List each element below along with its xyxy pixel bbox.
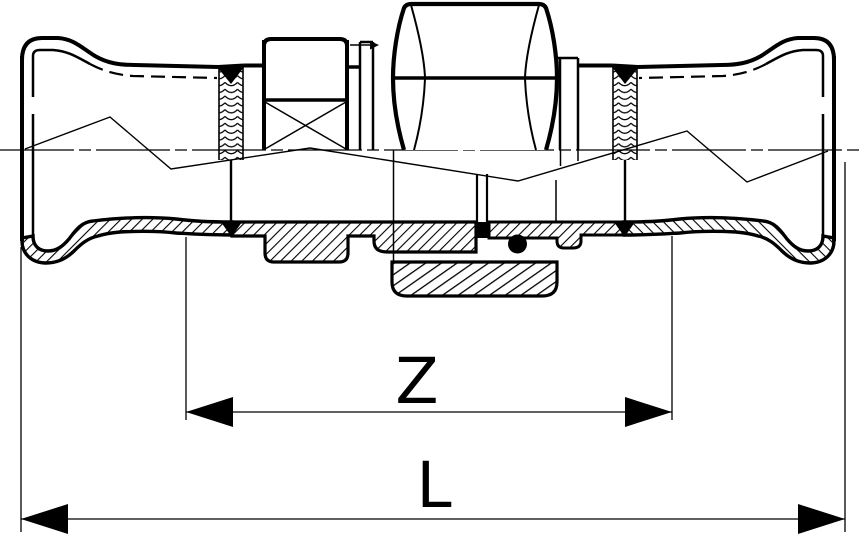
union-nut <box>390 1 560 151</box>
l-arrow-left-icon <box>21 504 68 534</box>
thread-pointer-icon <box>370 41 379 50</box>
dimension-l: L <box>20 162 846 534</box>
section-center-body <box>230 220 478 264</box>
hex-body <box>262 37 349 150</box>
o-ring <box>508 234 527 254</box>
break-line <box>24 116 829 183</box>
z-arrow-right-icon <box>625 397 672 427</box>
z-arrow-left-icon <box>186 397 233 427</box>
pipe-end-section <box>476 222 489 238</box>
union-nut-section <box>390 260 559 298</box>
l-arrow-right-icon <box>798 504 845 534</box>
dimension-z: Z <box>185 236 673 427</box>
right-collar <box>558 56 592 150</box>
dimension-z-label: Z <box>395 345 438 418</box>
dimension-l-label: L <box>416 449 451 522</box>
section-right-band <box>487 220 625 250</box>
threaded-collar <box>348 40 379 150</box>
